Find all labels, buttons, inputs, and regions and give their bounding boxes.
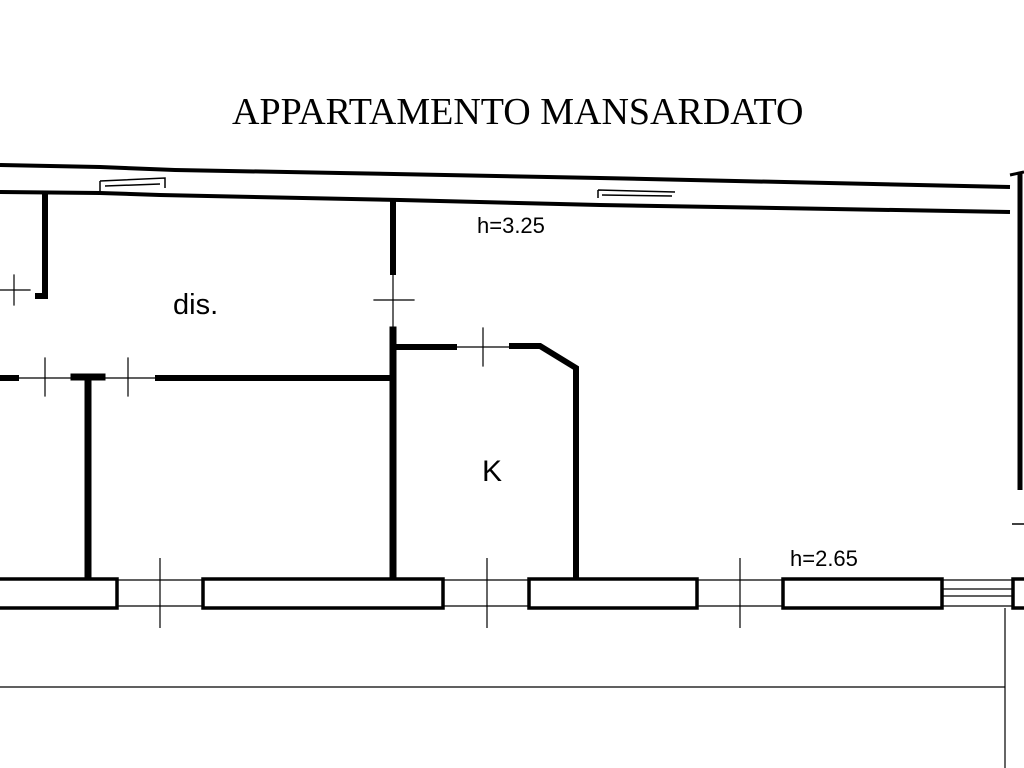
height-label-high: h=3.25 xyxy=(477,213,545,238)
vent-marks xyxy=(99,177,676,198)
top-wall xyxy=(0,163,1024,214)
height-label-low: h=2.65 xyxy=(790,546,858,571)
room-label-dis: dis. xyxy=(173,289,218,321)
room-label-kitchen: K xyxy=(482,455,502,488)
right-wall xyxy=(1012,172,1024,525)
plan-title: APPARTAMENTO MANSARDATO xyxy=(232,91,803,133)
interior-walls xyxy=(0,191,579,582)
bottom-wall xyxy=(0,558,1024,768)
